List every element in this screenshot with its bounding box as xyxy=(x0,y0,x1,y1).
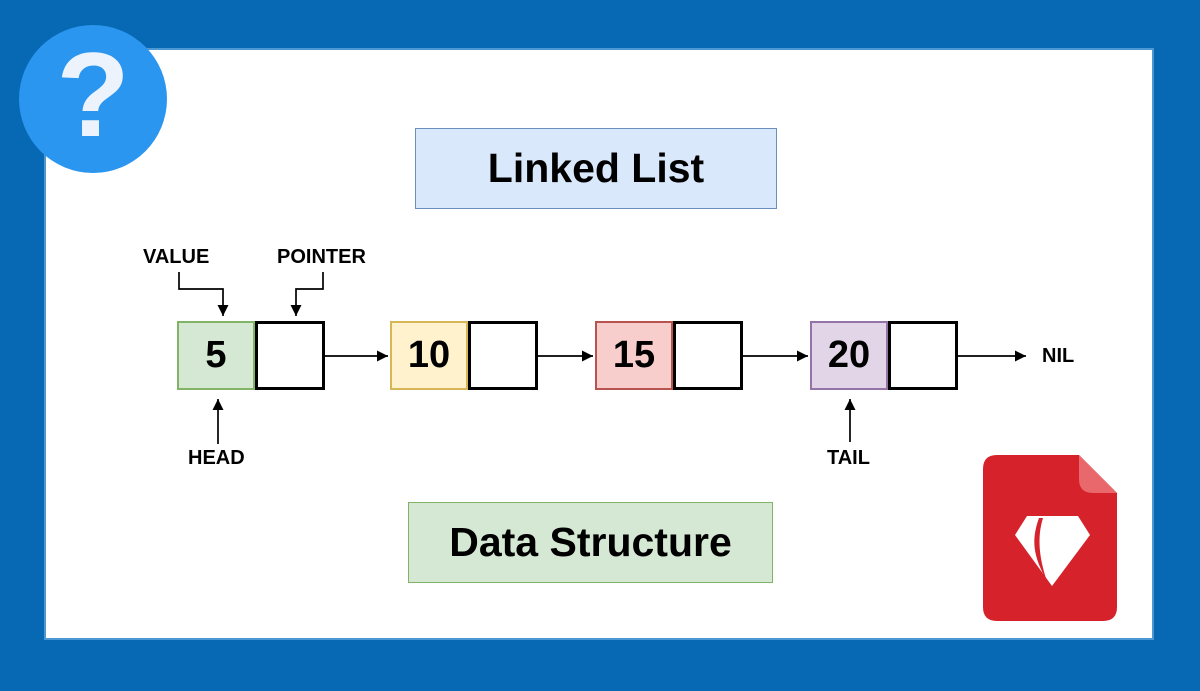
subtitle-box: Data Structure xyxy=(408,502,773,583)
node-2-value-box: 10 xyxy=(390,321,468,390)
node-1-value: 5 xyxy=(205,334,227,376)
question-mark-icon: ? xyxy=(19,25,167,173)
node-4-value: 20 xyxy=(827,334,871,376)
pointer-label: POINTER xyxy=(277,246,366,268)
title-label: Linked List xyxy=(487,145,705,191)
gem-shape xyxy=(1015,516,1090,586)
node-1-pointer-box xyxy=(255,321,325,390)
node-4-value-box: 20 xyxy=(810,321,888,390)
subtitle-label: Data Structure xyxy=(449,519,732,565)
node-2-pointer-box xyxy=(468,321,538,390)
value-label: VALUE xyxy=(143,246,210,268)
document-fold xyxy=(1079,455,1117,493)
node-1-value-box: 5 xyxy=(177,321,255,390)
node-3-pointer-box xyxy=(673,321,743,390)
question-mark-glyph: ? xyxy=(56,28,130,162)
title-box: Linked List xyxy=(415,128,777,209)
nil-label: NIL xyxy=(1042,345,1075,367)
gem-facet-line xyxy=(1034,518,1047,581)
tail-label: TAIL xyxy=(827,447,870,469)
gem-document-icon xyxy=(983,455,1117,621)
head-label: HEAD xyxy=(188,447,245,469)
node-3-value: 15 xyxy=(612,334,656,376)
node-3-value-box: 15 xyxy=(595,321,673,390)
node-2-value: 10 xyxy=(407,334,451,376)
node-4-pointer-box xyxy=(888,321,958,390)
